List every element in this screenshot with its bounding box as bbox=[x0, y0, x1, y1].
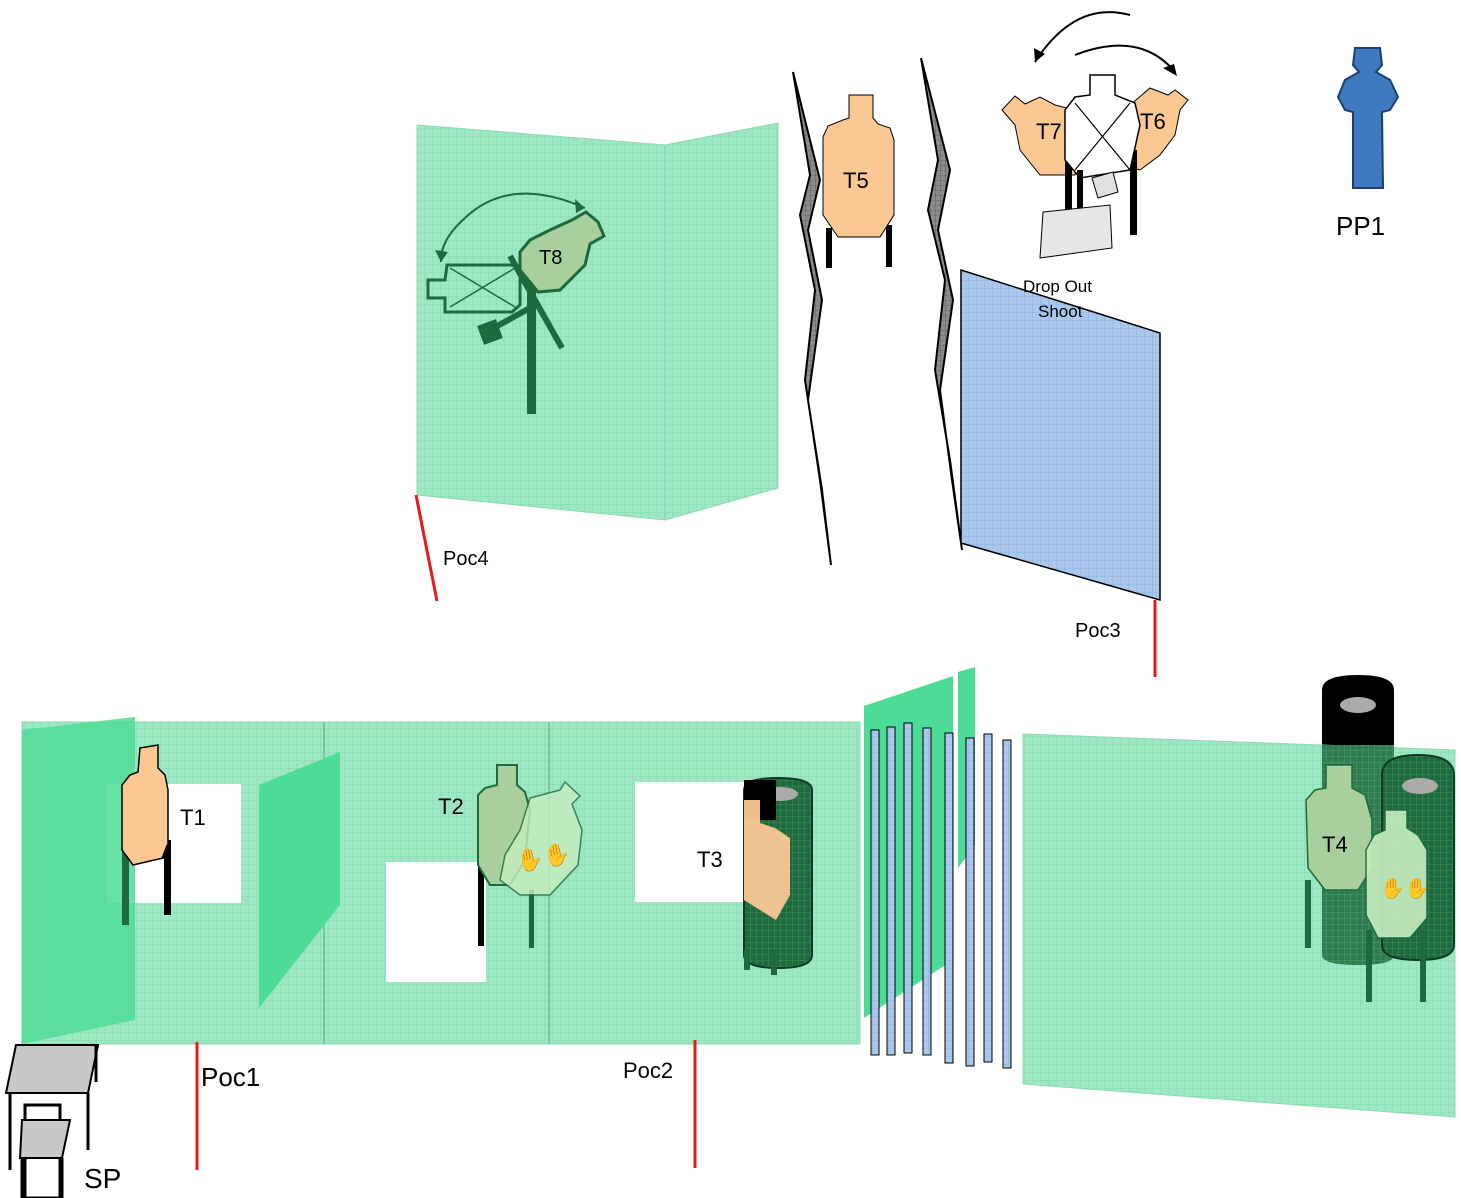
t5-label: T5 bbox=[843, 168, 869, 193]
t1-label: T1 bbox=[180, 805, 206, 830]
lower-wall-right: ✋✋ bbox=[1023, 675, 1455, 1117]
drop-out-label: Drop Out bbox=[1023, 277, 1092, 296]
t8-label: T8 bbox=[539, 247, 562, 269]
upper-left-wall bbox=[417, 123, 778, 520]
drop-out-targets bbox=[1002, 12, 1188, 258]
t7-label: T7 bbox=[1036, 119, 1062, 144]
sp-label: SP bbox=[84, 1163, 121, 1194]
t4-label: T4 bbox=[1322, 832, 1348, 857]
poc4-fault-line bbox=[416, 495, 437, 601]
svg-text:✋✋: ✋✋ bbox=[1380, 876, 1430, 900]
poc3-label: Poc3 bbox=[1075, 620, 1121, 642]
t6-label: T6 bbox=[1140, 109, 1166, 134]
pp1-label: PP1 bbox=[1336, 211, 1385, 241]
t2-opening bbox=[386, 862, 486, 982]
t3-target bbox=[744, 778, 812, 975]
poc2-label: Poc2 bbox=[623, 1058, 673, 1083]
t3-opening bbox=[635, 782, 755, 902]
shoot-label: Shoot bbox=[1038, 302, 1083, 321]
port-panels bbox=[864, 667, 1011, 1068]
t3-label: T3 bbox=[697, 847, 723, 872]
gray-barricade-right bbox=[921, 58, 962, 550]
pp1-no-shoot-figure bbox=[1338, 48, 1398, 188]
t2-label: T2 bbox=[438, 794, 464, 819]
poc4-label: Poc4 bbox=[443, 548, 489, 570]
left-door-panel bbox=[22, 717, 135, 1044]
poc1-label: Poc1 bbox=[201, 1062, 260, 1092]
